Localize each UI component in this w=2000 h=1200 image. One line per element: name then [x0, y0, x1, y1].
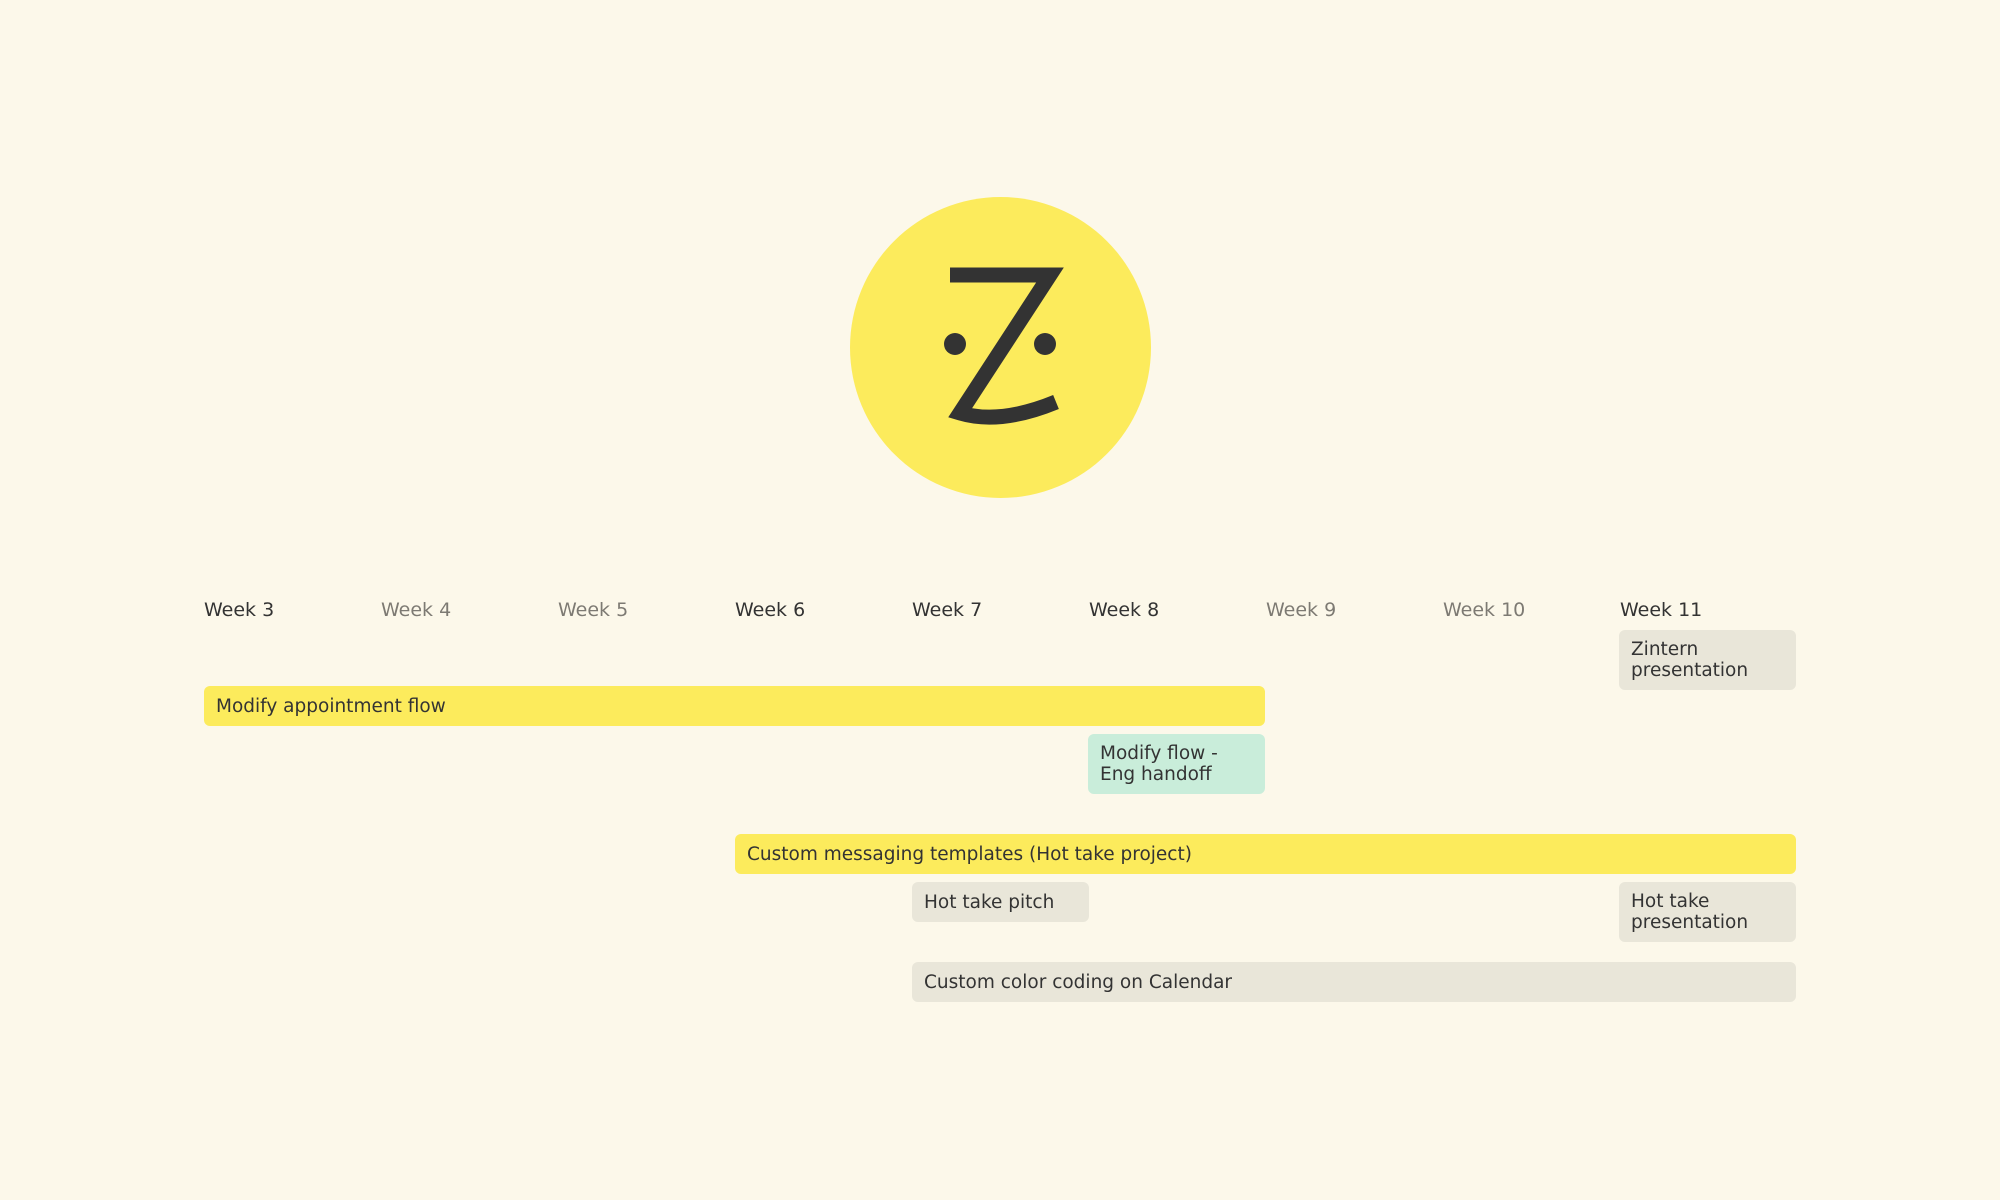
zocdoc-smiley-icon [944, 267, 1064, 425]
milestone-label: Modify flow - Eng handoff [1100, 743, 1218, 785]
milestone-label: Zintern presentation [1631, 639, 1749, 681]
week-label-9: Week 9 [1266, 599, 1337, 621]
week-label-6: Week 6 [735, 599, 806, 621]
week-label-7: Week 7 [912, 599, 983, 621]
week-label-5: Week 5 [558, 599, 629, 621]
milestone-hot-take-presentation: Hot take presentation [1619, 882, 1796, 942]
project-bar-label: Custom messaging templates (Hot take pro… [747, 843, 1192, 865]
project-bar-custom-messaging-templates: Custom messaging templates (Hot take pro… [735, 834, 1796, 874]
project-bar-modify-appointment-flow: Modify appointment flow [204, 686, 1265, 726]
zocdoc-logo [850, 197, 1151, 498]
week-label-8: Week 8 [1089, 599, 1160, 621]
week-label-4: Week 4 [381, 599, 452, 621]
milestone-label: Hot take pitch [924, 891, 1055, 913]
milestone-eng-handoff: Modify flow - Eng handoff [1088, 734, 1265, 794]
milestone-zintern-presentation: Zintern presentation [1619, 630, 1796, 690]
project-bar-label: Modify appointment flow [216, 695, 446, 717]
week-label-3: Week 3 [204, 599, 275, 621]
project-bar-label: Custom color coding on Calendar [924, 971, 1233, 993]
milestone-label: Hot take presentation [1631, 891, 1749, 933]
week-label-11: Week 11 [1620, 599, 1703, 621]
week-label-10: Week 10 [1443, 599, 1526, 621]
milestone-hot-take-pitch: Hot take pitch [912, 882, 1089, 922]
project-bar-custom-color-coding: Custom color coding on Calendar [912, 962, 1796, 1002]
